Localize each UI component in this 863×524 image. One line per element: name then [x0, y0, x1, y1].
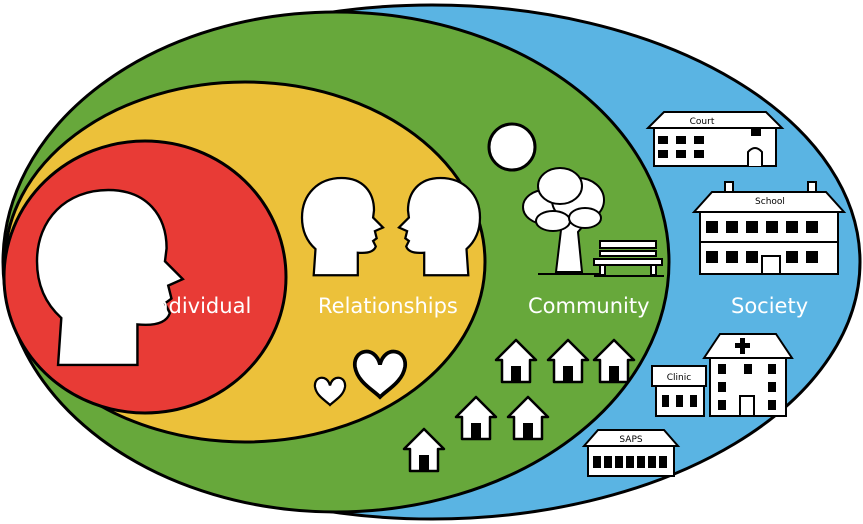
saps-building-icon [581, 429, 681, 477]
clinic-label: Clinic [667, 373, 691, 383]
court-label: Court [690, 117, 715, 127]
tree-icon [522, 167, 605, 275]
school-building-icon [691, 181, 847, 275]
school-label: School [755, 197, 785, 207]
heart-icon [353, 349, 407, 400]
head-icon [397, 176, 482, 277]
community-label: Community [528, 294, 650, 318]
individual-label: Individual [149, 294, 251, 318]
saps-label: SAPS [619, 435, 642, 445]
head-icon [300, 176, 385, 277]
relationships-label: Relationships [318, 294, 458, 318]
head-icon [35, 188, 185, 367]
bench-icon [593, 240, 664, 277]
society-label: Society [731, 294, 808, 318]
sun-icon [487, 122, 537, 172]
clinic-building-icon [651, 333, 794, 417]
court-building-icon [645, 111, 785, 167]
heart-icon [313, 376, 347, 407]
